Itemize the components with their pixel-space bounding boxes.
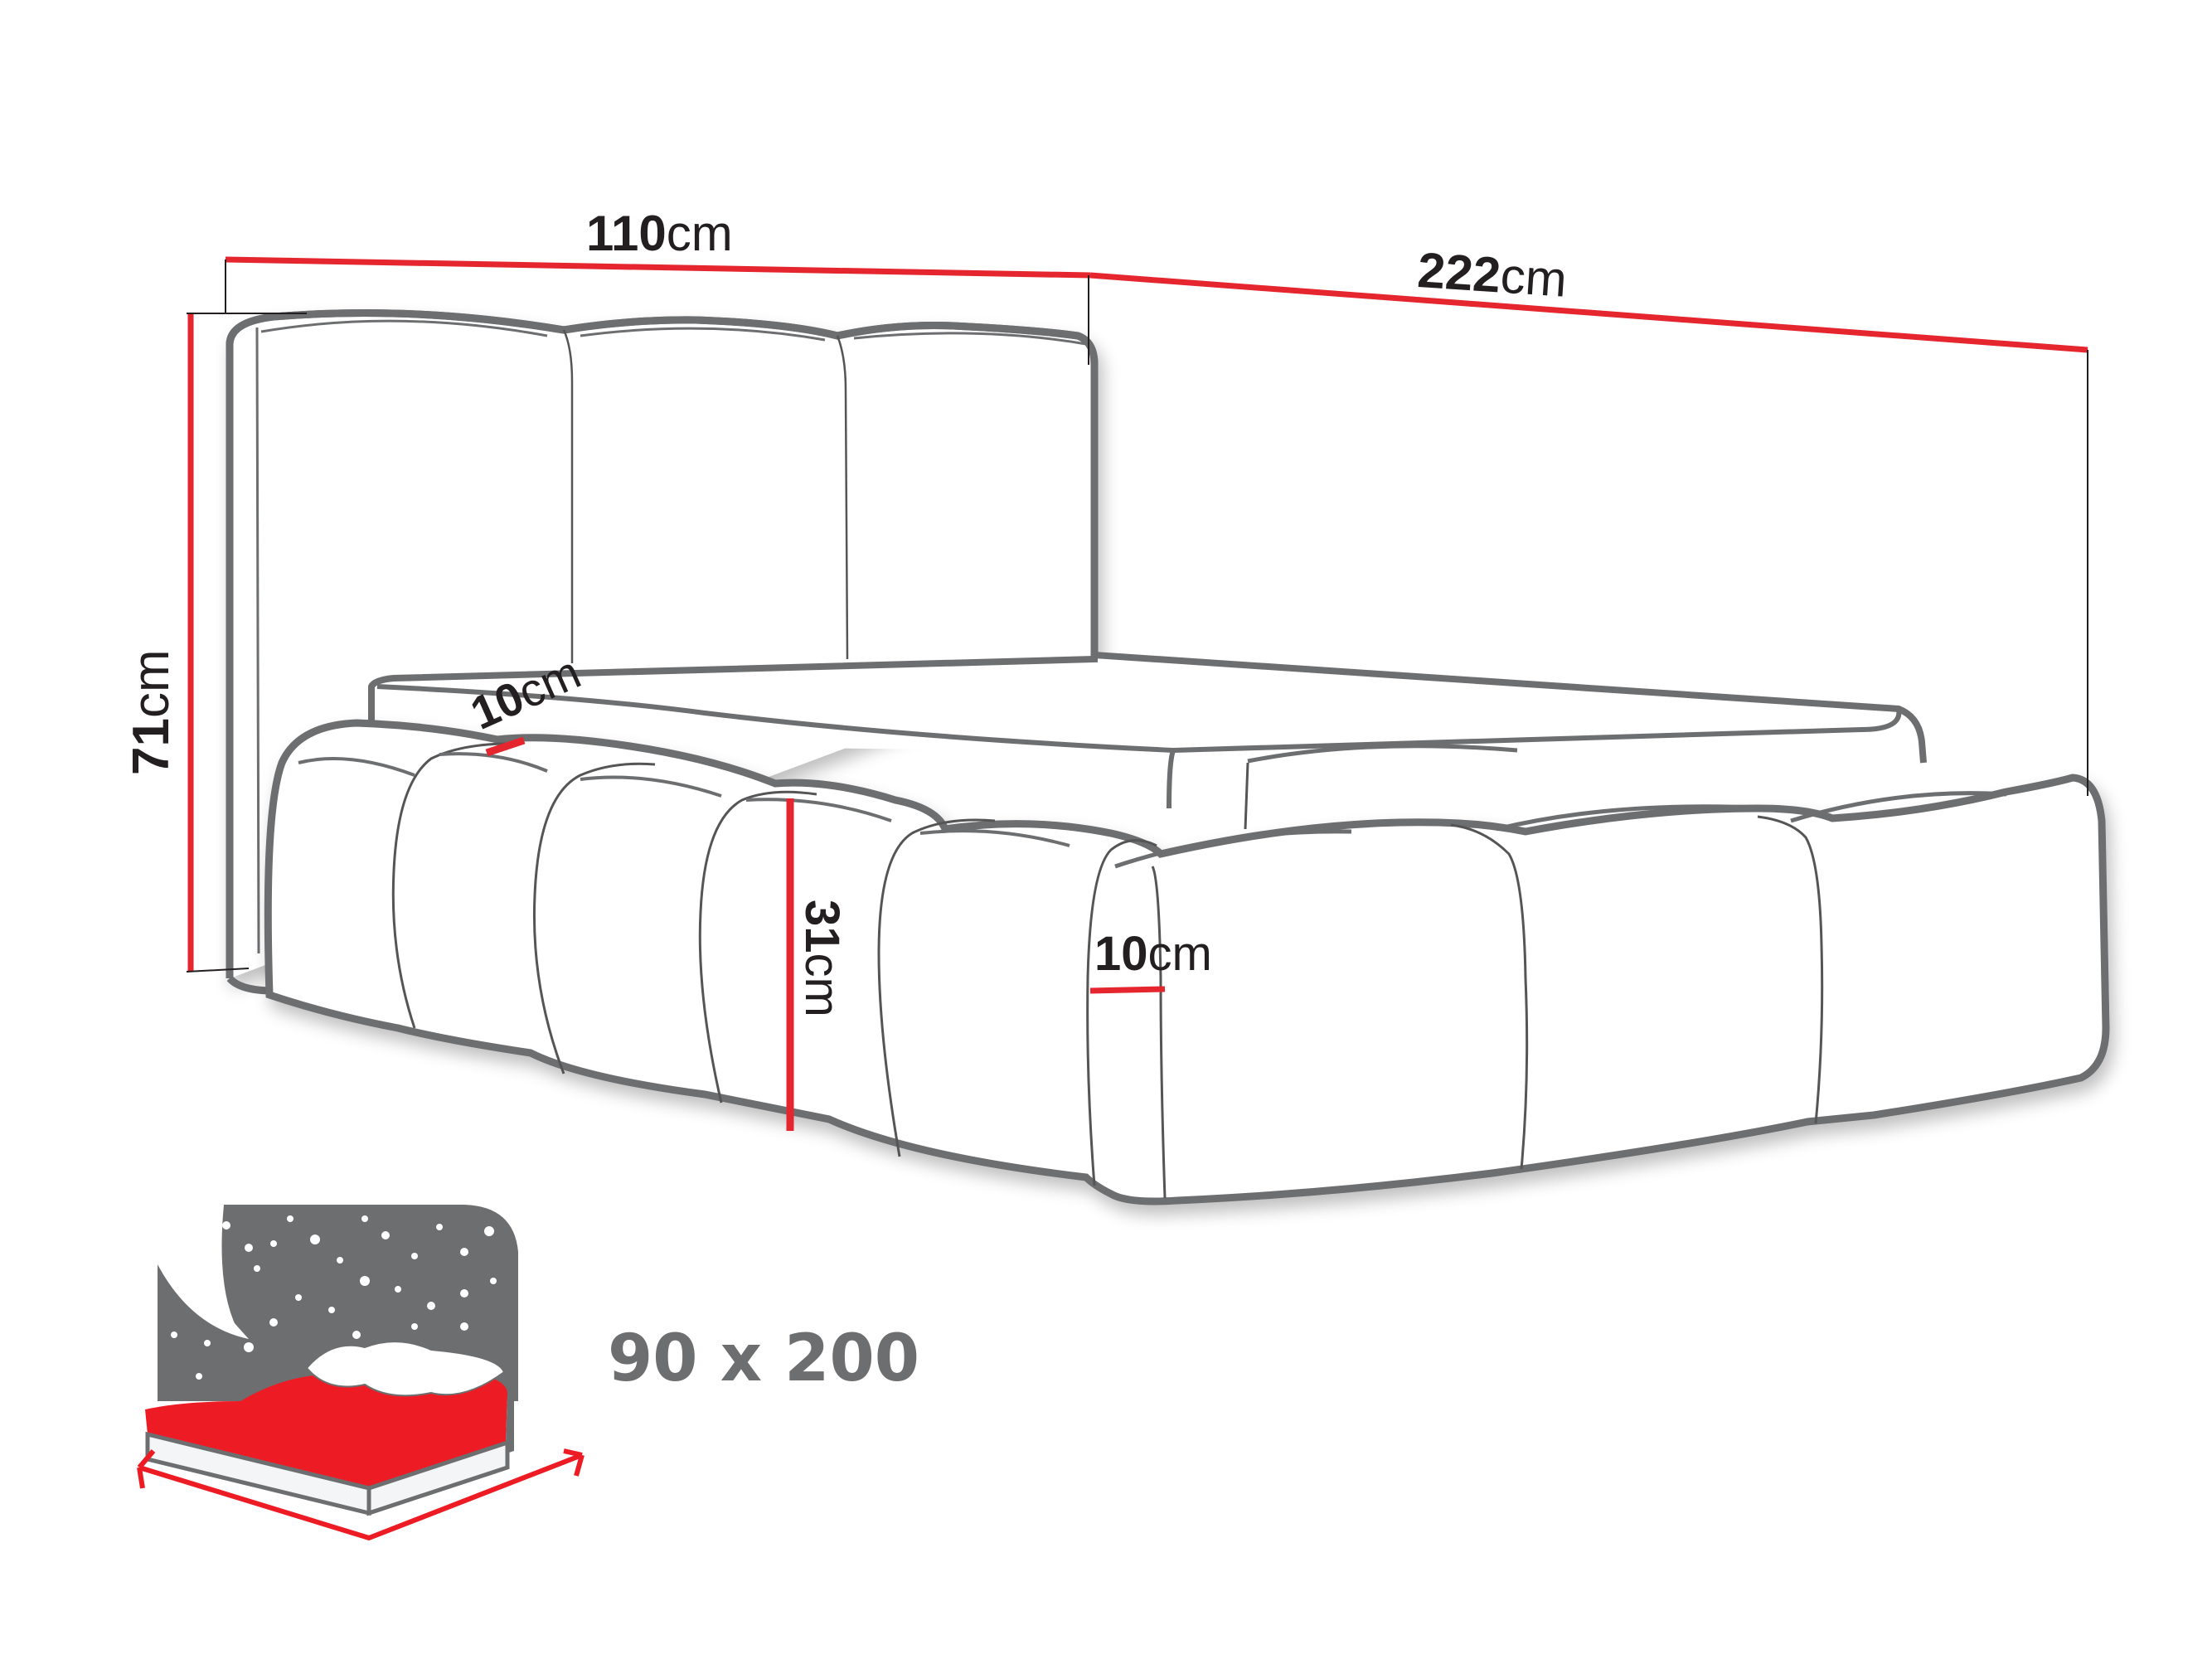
height-label: 71cm bbox=[123, 649, 180, 775]
frame-thickness-label: 10cm bbox=[1094, 930, 1212, 978]
padded-frame bbox=[264, 719, 2110, 1205]
frame-height-value: 31 bbox=[795, 900, 849, 953]
frame-height-label: 31cm bbox=[795, 900, 849, 1017]
height-value: 71 bbox=[123, 718, 180, 775]
length-dimension-line bbox=[1089, 272, 2088, 353]
length-value: 222 bbox=[1415, 242, 1503, 303]
frame-thickness-unit: cm bbox=[1147, 927, 1212, 981]
width-dimension-line bbox=[225, 256, 1091, 279]
bedsheet-icon bbox=[145, 1365, 507, 1488]
frame-height-unit: cm bbox=[795, 953, 849, 1017]
width-label: 110cm bbox=[586, 209, 733, 259]
frame-thickness-line bbox=[1089, 986, 1166, 994]
stars-icon bbox=[171, 1215, 497, 1380]
mattress-size-icon bbox=[137, 1205, 585, 1541]
dimension-lines bbox=[186, 256, 2088, 1131]
length-label: 222cm bbox=[1415, 242, 1569, 308]
length-unit: cm bbox=[1498, 247, 1569, 308]
mattress bbox=[368, 651, 1927, 809]
width-value: 110 bbox=[586, 206, 667, 261]
pillow-icon bbox=[305, 1341, 506, 1397]
size-arrow-icon bbox=[138, 1453, 584, 1541]
width-unit: cm bbox=[666, 206, 733, 261]
headboard-depth-line bbox=[485, 736, 526, 757]
frame-thickness-value: 10 bbox=[1094, 927, 1148, 981]
mattress-size-label: 90 x 200 bbox=[608, 1322, 919, 1396]
height-unit: cm bbox=[123, 649, 180, 719]
